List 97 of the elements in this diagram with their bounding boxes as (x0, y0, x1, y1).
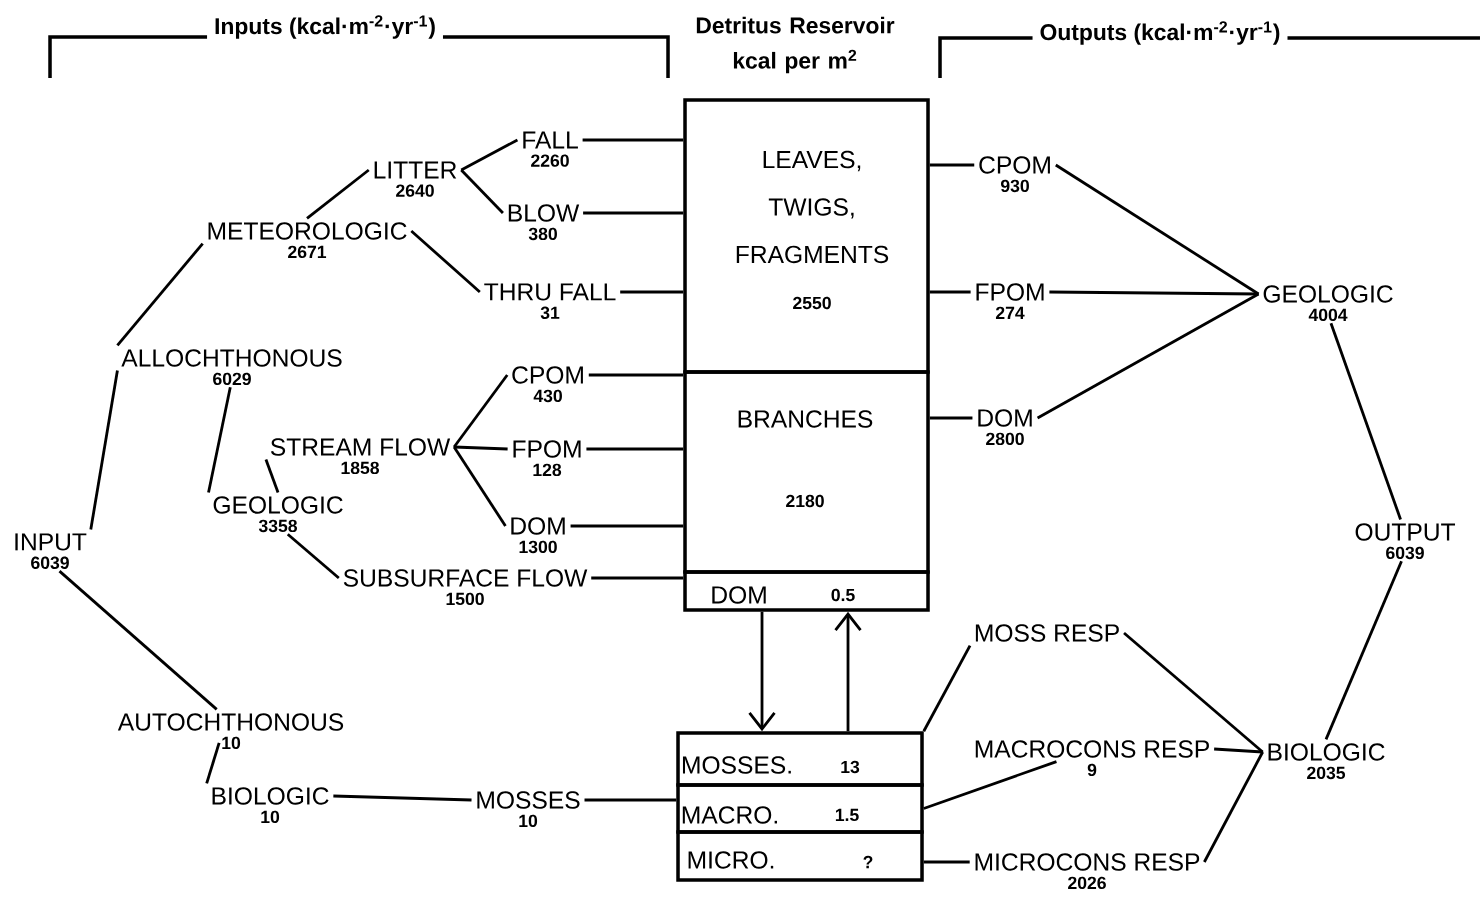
value-label: 3358 (258, 519, 297, 533)
compartment-box: MACRO. 1.5 (676, 783, 924, 834)
connector-line (570, 524, 684, 528)
node-label: THRU FALL (484, 283, 616, 301)
connector-line (410, 229, 481, 294)
node-label: STREAM FLOW (270, 438, 451, 456)
connector-line (460, 138, 519, 172)
value-label: 128 (533, 463, 562, 477)
value-label: 380 (528, 227, 557, 241)
value-label: 9 (1087, 763, 1097, 777)
node-label: DOM (978, 409, 1032, 427)
node-label: GEOLOGIC (1263, 285, 1393, 303)
value-label: 930 (1000, 179, 1029, 193)
node-label: FPOM (513, 440, 581, 458)
value-label: 274 (995, 306, 1025, 319)
value-label: 10 (519, 814, 538, 828)
connector-line (583, 211, 684, 215)
connector-line (923, 760, 1057, 810)
connector-line (584, 798, 677, 802)
value-label: 1300 (519, 540, 557, 554)
value-label: 430 (533, 389, 562, 403)
node-label: CPOM (512, 366, 583, 384)
connector-line (922, 644, 972, 732)
node-label: FALL (523, 131, 578, 149)
heading: Inputs (kcal·m$^{-2}$·yr$^{-1}$) (207, 8, 443, 46)
node-label: OUTPUT (1355, 523, 1455, 541)
arrow (834, 611, 862, 732)
connector-line (452, 446, 507, 527)
compartment-box: MOSSES. 13 (676, 731, 924, 787)
value-label: 1858 (341, 461, 379, 475)
connector-line (923, 860, 970, 864)
connector-line (929, 163, 975, 167)
value-label: 31 (540, 306, 560, 319)
node-label: ALLOCHTHONOUS (121, 349, 342, 367)
compartment-box: BRANCHES 2180 (683, 370, 930, 574)
node-label: BLOW (508, 204, 580, 222)
connector-line (207, 386, 232, 493)
connector-line (205, 742, 221, 784)
connector-line (306, 168, 370, 220)
node-label: GEOLOGIC (213, 496, 343, 514)
connector-line (929, 290, 971, 294)
compartment-box: MICRO. ? (676, 830, 924, 882)
node-label: MOSSES (477, 791, 580, 809)
node-label: DOM (511, 517, 565, 535)
connector-line (1055, 163, 1260, 296)
node-label: AUTOCHTHONOUS (117, 713, 344, 731)
connector-line (58, 570, 218, 711)
value-label: 10 (222, 736, 241, 750)
value-label: 2640 (396, 184, 434, 197)
connector-line (586, 447, 684, 451)
connector-line (588, 373, 684, 377)
node-label: METEOROLOGIC (208, 222, 407, 240)
connector-line (1214, 747, 1263, 754)
value-label: 6029 (213, 372, 251, 386)
value-label: 2026 (1068, 876, 1106, 890)
connector-line (333, 794, 472, 802)
node-label: INPUT (15, 533, 87, 551)
heading: Detritus Reservoir kcal per m$^{2}$ (673, 9, 918, 81)
value-label: 6039 (31, 556, 69, 569)
connector-line (929, 416, 973, 420)
connector-line (286, 533, 340, 580)
node-label: FPOM (976, 283, 1044, 301)
value-label: 1500 (446, 592, 484, 606)
connector-line (264, 459, 280, 493)
connector-line (582, 138, 684, 142)
value-label: 2800 (986, 432, 1024, 446)
connector-line (1049, 290, 1259, 296)
node-label: BIOLOGIC (1268, 743, 1385, 761)
value-label: 10 (261, 810, 280, 824)
value-label: 4004 (1308, 308, 1348, 322)
node-label: CPOM (979, 156, 1050, 174)
connector-line (1324, 560, 1403, 740)
connector-line (89, 370, 119, 530)
node-label: MOSS RESP (975, 624, 1119, 642)
connector-line (460, 169, 504, 214)
compartment-box: LEAVES, TWIGS, FRAGMENTS 2550 (683, 98, 930, 374)
connector-line (452, 374, 509, 448)
node-label: SUBSURFACE FLOW (343, 569, 588, 587)
value-label: 2035 (1307, 766, 1346, 780)
node-label: MACROCONS RESP (975, 740, 1209, 758)
arrow (748, 611, 776, 732)
connector-line (1329, 322, 1402, 520)
connector-line (1203, 751, 1264, 863)
connector-line (116, 242, 204, 347)
value-label: 2671 (288, 245, 327, 259)
value-label: 6039 (1386, 546, 1424, 560)
connector-line (454, 445, 508, 451)
heading: Outputs (kcal·m$^{-2}$·yr$^{-1}$) (1032, 14, 1288, 52)
node-label: MICROCONS RESP (975, 853, 1200, 871)
connector-line (591, 576, 684, 580)
connector-line (1123, 631, 1264, 754)
connector-line (620, 290, 684, 294)
node-label: BIOLOGIC (212, 787, 329, 805)
node-label: LITTER (374, 161, 457, 179)
value-label: 2260 (531, 154, 569, 167)
compartment-box: DOM 0.5 (683, 570, 930, 612)
connector-line (1036, 292, 1260, 420)
